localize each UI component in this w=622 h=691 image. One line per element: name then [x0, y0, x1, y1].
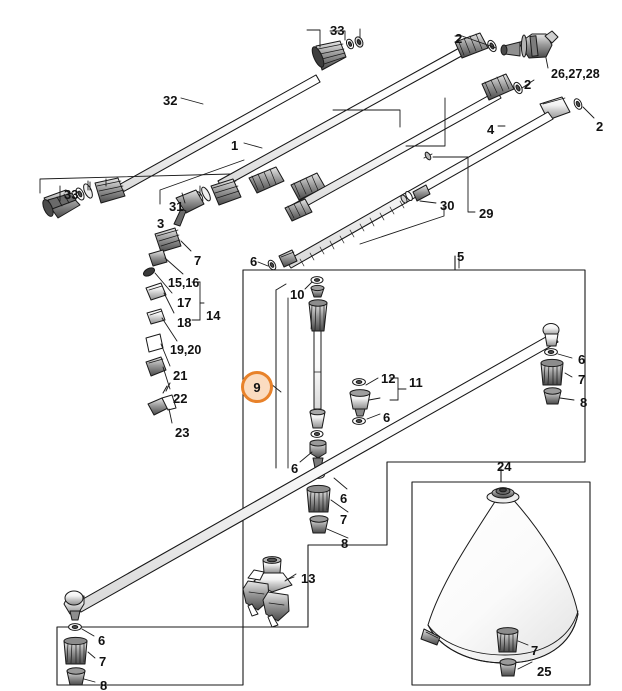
highlight-part-number: 9 [253, 379, 261, 395]
group-9-reference-lines [275, 283, 287, 469]
callout-6[interactable]: 6 [98, 633, 106, 648]
assembly-32-coupler [42, 177, 126, 219]
leaders-29-30 [359, 156, 476, 245]
assembly-center-shaft [306, 276, 331, 534]
callout-6[interactable]: 6 [383, 410, 391, 425]
assembly-boom-left-end [63, 590, 88, 686]
callout-6[interactable]: 6 [250, 254, 258, 269]
callout-7[interactable]: 7 [194, 253, 202, 268]
callout-21[interactable]: 21 [173, 368, 188, 383]
callout-8[interactable]: 8 [580, 395, 588, 410]
leader-262728 [545, 57, 549, 69]
callout-24[interactable]: 24 [497, 459, 512, 474]
callout-7[interactable]: 7 [99, 654, 107, 669]
leaders-center-shaft [287, 281, 349, 539]
highlight-ring [241, 371, 273, 403]
leaders-boom-left [81, 628, 96, 683]
callout-5[interactable]: 5 [457, 249, 465, 264]
assembly-boom-right-end [540, 323, 564, 405]
callout-3[interactable]: 3 [157, 216, 165, 231]
callout-32[interactable]: 32 [163, 93, 178, 108]
callout-2[interactable]: 2 [596, 119, 604, 134]
callout-7[interactable]: 7 [531, 643, 539, 658]
callout-22[interactable]: 22 [173, 391, 188, 406]
highlighted-part-marker[interactable]: 9 [241, 371, 279, 409]
callout-26-27-28[interactable]: 26,27,28 [551, 67, 600, 81]
callout-6[interactable]: 6 [340, 491, 348, 506]
callout-33[interactable]: 33 [330, 23, 345, 38]
callout-2[interactable]: 2 [455, 31, 463, 46]
callout-25[interactable]: 25 [537, 664, 552, 679]
part-6-mid [267, 249, 298, 271]
callout-19-20[interactable]: 19,20 [170, 343, 202, 357]
callout-30[interactable]: 30 [440, 198, 455, 213]
leaders-4 [332, 97, 506, 147]
callout-2[interactable]: 2 [524, 77, 532, 92]
leaders-24 [517, 640, 533, 670]
assembly-32-lance [116, 36, 364, 194]
small-parts-column [142, 227, 182, 416]
assembly-11-nozzle [349, 378, 371, 425]
assembly-262728-coupler [500, 30, 559, 59]
callout-23[interactable]: 23 [175, 425, 190, 440]
callout-14[interactable]: 14 [206, 308, 221, 323]
callout-7[interactable]: 7 [578, 372, 586, 387]
callout-8[interactable]: 8 [100, 678, 108, 691]
callout-8[interactable]: 8 [341, 536, 349, 551]
leaders-32-33 [39, 28, 361, 202]
leaders-1-31-3 [159, 142, 263, 205]
callout-15-16[interactable]: 15,16 [168, 276, 200, 290]
callout-6[interactable]: 6 [291, 461, 299, 476]
assembly-1-midcouplers [173, 166, 326, 227]
callout-10[interactable]: 10 [290, 287, 305, 302]
callout-29[interactable]: 29 [479, 206, 494, 221]
callout-7[interactable]: 7 [340, 512, 348, 527]
callout-18[interactable]: 18 [177, 315, 192, 330]
group-5-boundary [56, 255, 586, 686]
assembly-1-lance [217, 32, 497, 189]
callout-31[interactable]: 31 [169, 199, 184, 214]
callout-11[interactable]: 11 [409, 375, 423, 390]
callout-4[interactable]: 4 [487, 122, 495, 137]
assembly-13-dual-nozzle [242, 556, 295, 628]
callout-12[interactable]: 12 [381, 371, 396, 386]
callout-13[interactable]: 13 [301, 571, 316, 586]
leaders-small-parts [154, 240, 205, 424]
callout-17[interactable]: 17 [177, 295, 192, 310]
callout-33[interactable]: 33 [64, 187, 79, 202]
leaders-boom-right [557, 353, 575, 401]
assembly-29-hose [285, 111, 554, 269]
assembly-4-lance [284, 73, 523, 222]
callout-6[interactable]: 6 [578, 352, 586, 367]
assembly-24-cone [420, 487, 579, 677]
leaders-11-12 [365, 377, 407, 420]
group-24-boundary [411, 468, 591, 686]
callout-1[interactable]: 1 [231, 138, 239, 153]
leader-2-right [454, 35, 595, 119]
